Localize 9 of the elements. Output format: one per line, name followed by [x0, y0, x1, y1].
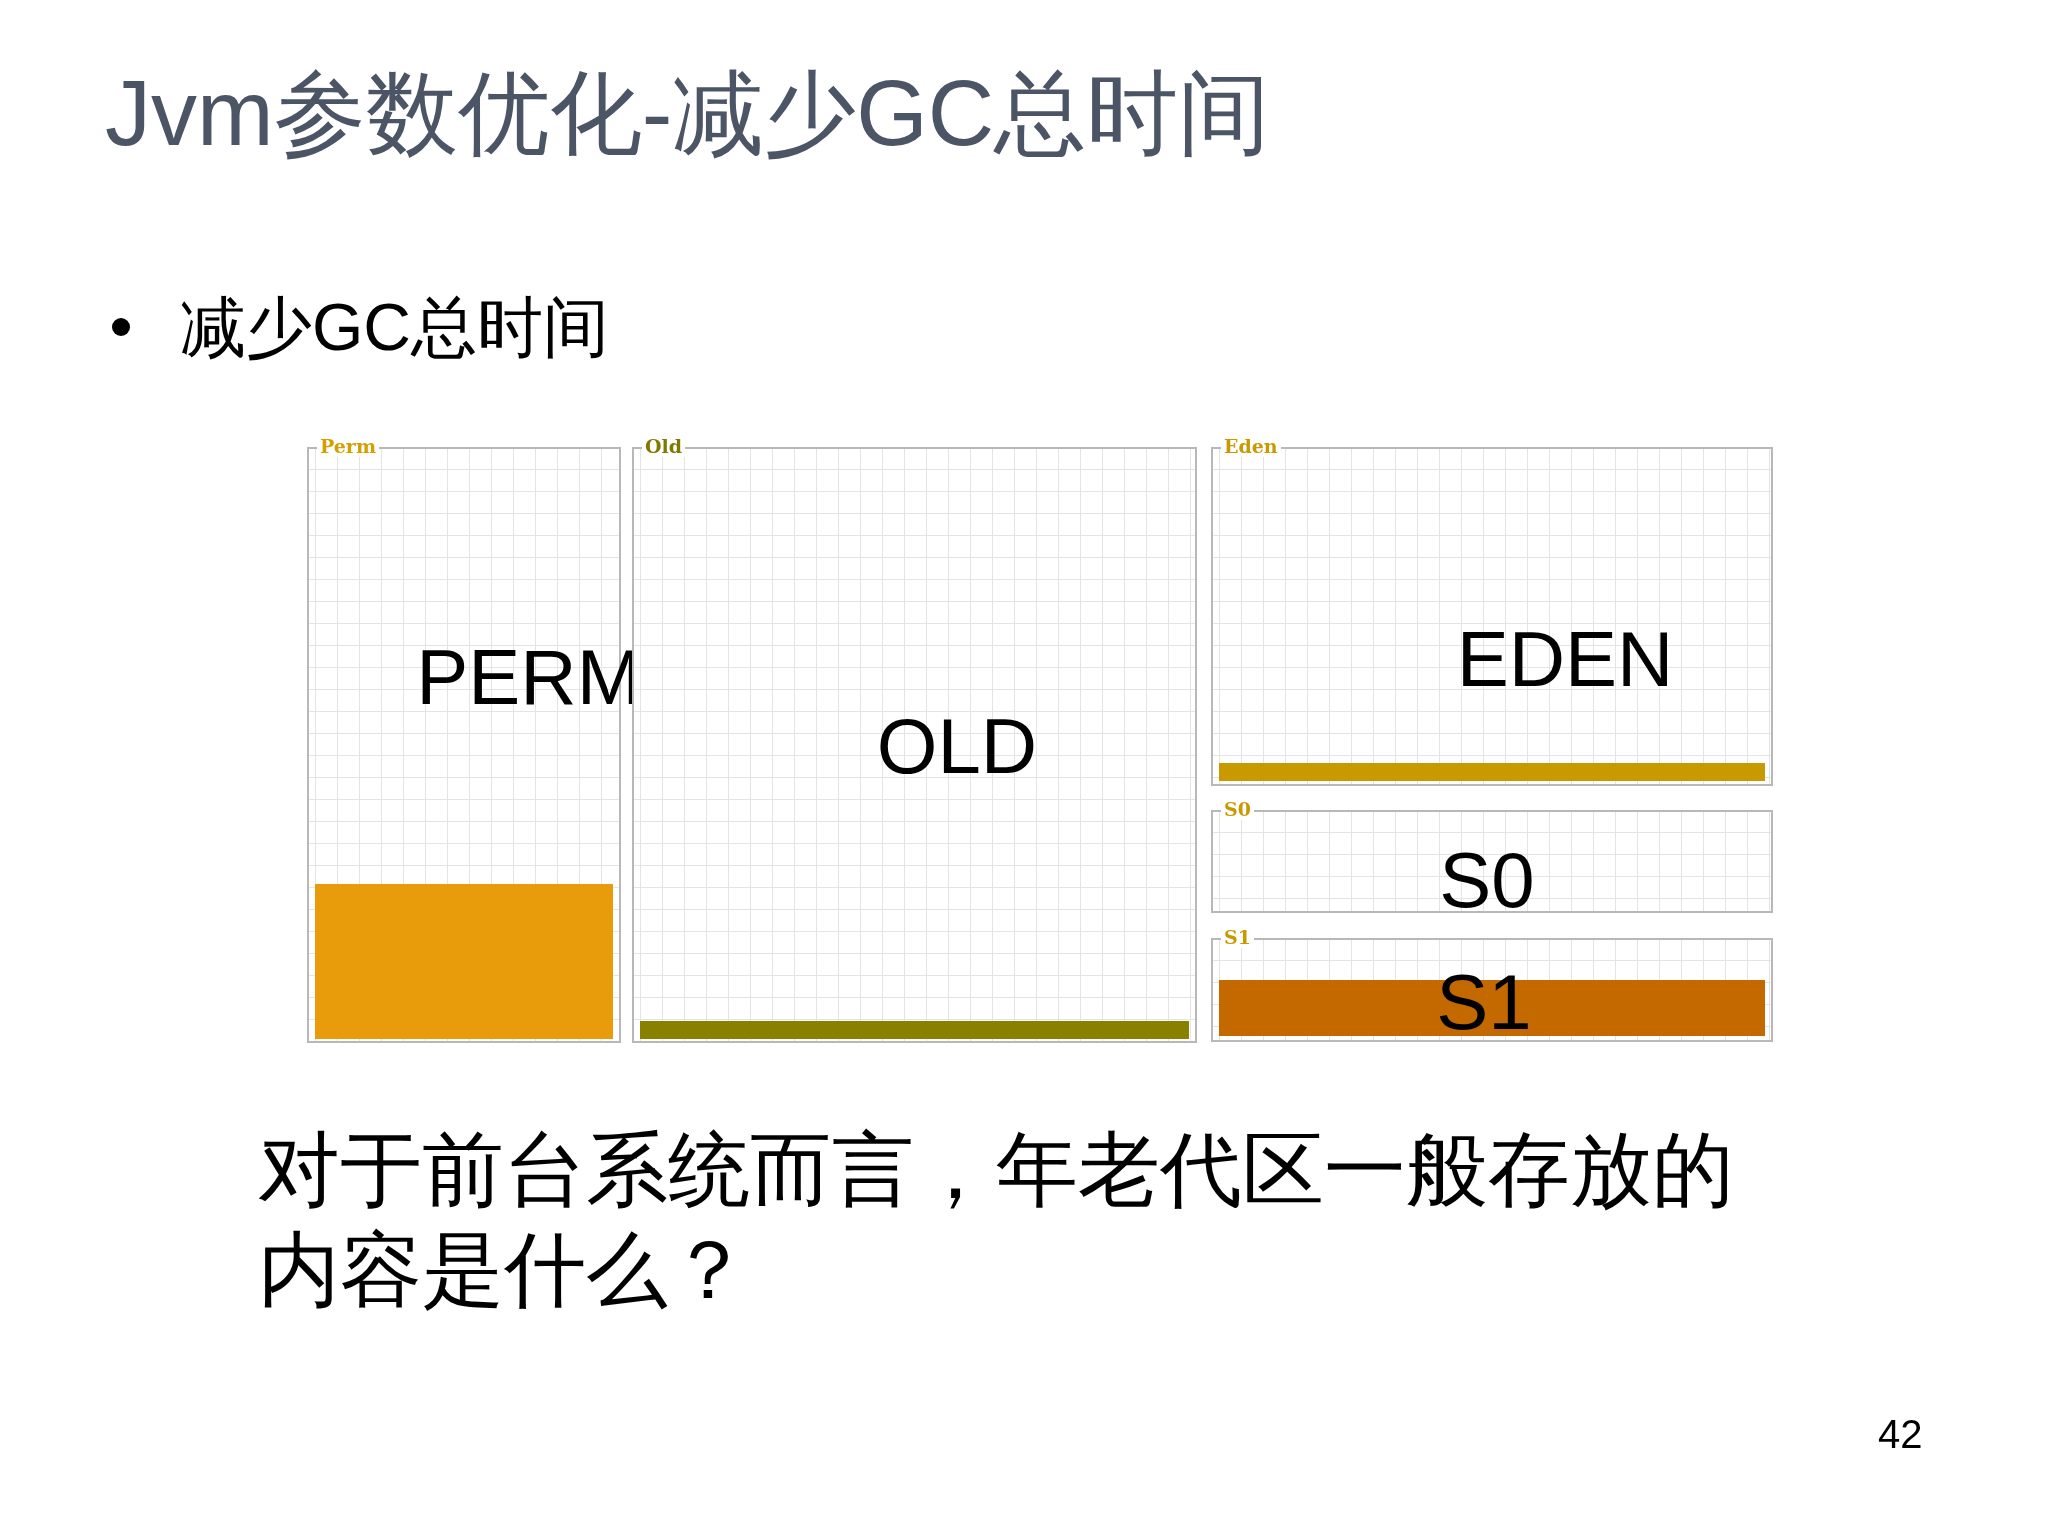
bullet-text: 减少GC总时间 — [180, 289, 609, 366]
question-text: 对于前台系统而言，年老代区一般存放的内容是什么？ — [258, 1123, 1735, 1317]
region-label: EDEN — [1456, 619, 1674, 699]
region-label: S1 — [1436, 962, 1532, 1042]
slide-title: Jvm参数优化-减少GC总时间 — [105, 61, 1271, 166]
region-label: PERM — [416, 637, 642, 717]
region-label: OLD — [876, 706, 1038, 786]
region-label: S0 — [1439, 840, 1535, 920]
page-number: 42 — [1878, 1411, 1923, 1458]
